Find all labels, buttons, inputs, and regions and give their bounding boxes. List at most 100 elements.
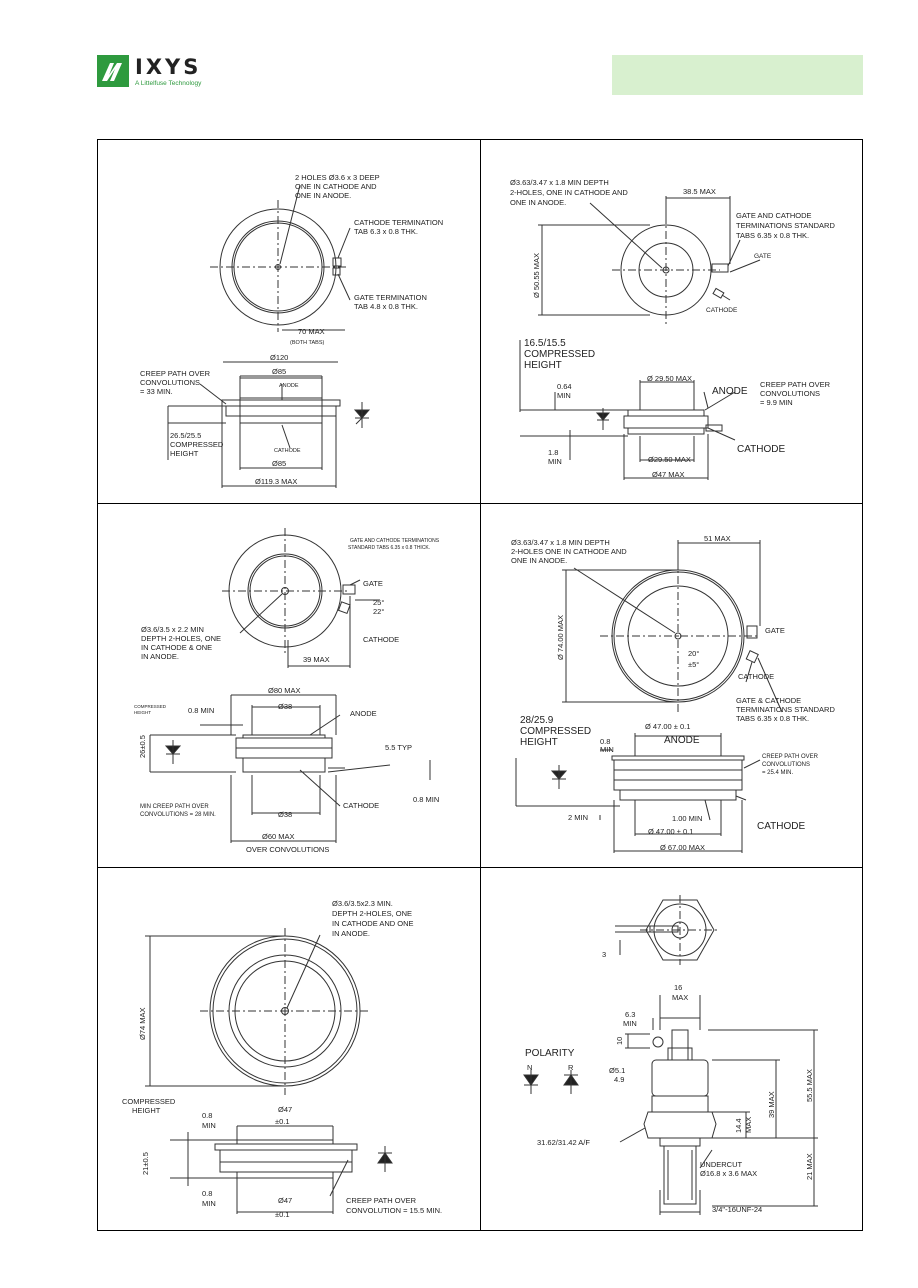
brand-tagline: A Littelfuse Technology (135, 80, 202, 87)
p3-height: 26±0.5 (138, 735, 147, 758)
p3-gate-cathode-1: GATE AND CATHODE TERMINATIONS (350, 538, 440, 544)
p4-d47-b: Ø 47.00 ± 0.1 (648, 827, 693, 836)
grid-divider-vertical (480, 139, 481, 1231)
p5-top-view (145, 928, 370, 1095)
p1-d119: Ø119.3 MAX (255, 477, 297, 486)
p3-comp-1: COMPRESSED (134, 704, 167, 709)
p6-144: 14.4 (734, 1118, 743, 1133)
p5-holes-1: Ø3.6/3.5x2.3 MIN. (332, 899, 393, 908)
p2-height-1: 16.5/15.5 (524, 338, 566, 349)
p6-39-max: 39 MAX (767, 1091, 776, 1118)
p6-21-max: 21 MAX (805, 1153, 814, 1180)
p4-cathode: CATHODE (738, 672, 774, 681)
p6-144-max: MAX (744, 1117, 753, 1133)
ixys-logo: IXYS A Littelfuse Technology (97, 55, 217, 95)
p4-gate-cathode-3: TABS 6.35 x 0.8 THK. (736, 714, 809, 723)
p4-creep-3: = 25.4 MIN. (762, 770, 794, 776)
p2-cathode: CATHODE (706, 307, 738, 314)
p6-3: 3 (602, 950, 606, 959)
p5-creep-1: CREEP PATH OVER (346, 1196, 417, 1205)
p1-height-1: 26.5/25.5 (170, 431, 201, 440)
p1-cathode-tab: TAB 6.3 x 0.8 THK. (354, 227, 418, 236)
p3-holes-3: IN CATHODE & ONE (141, 643, 212, 652)
p1-d120: Ø120 (270, 353, 288, 362)
p3-creep-1: MIN CREEP PATH OVER (140, 804, 209, 810)
p3-25deg: 25° (373, 598, 384, 607)
p2-38-max: 38.5 MAX (683, 187, 716, 196)
p5-holes-4: IN ANODE. (332, 929, 370, 938)
p3-side-view (149, 694, 431, 843)
p2-holes-1: Ø3.63/3.47 x 1.8 MIN DEPTH (510, 178, 609, 187)
p3-d38-b: Ø38 (278, 810, 292, 819)
p4-anode: ANODE (664, 735, 700, 746)
p3-cathode-side: CATHODE (343, 801, 379, 810)
p5-comp-2: HEIGHT (132, 1106, 161, 1115)
p4-5deg: ±5° (688, 660, 699, 669)
p2-creep-3: = 9.9 MIN (760, 398, 793, 407)
p1-thyristor-symbol (353, 402, 371, 428)
p4-08: 0.8 (600, 737, 610, 746)
p3-holes-4: IN ANODE. (141, 652, 179, 661)
p6-49: 4.9 (614, 1075, 624, 1084)
p2-cathode-side: CATHODE (737, 444, 785, 455)
p3-comp-2: HEIGHT (134, 710, 151, 715)
p3-d80: Ø80 MAX (268, 686, 301, 695)
p1-70-max: 70 MAX (298, 327, 325, 336)
grid-divider-row1 (97, 503, 863, 504)
p4-2-min: 2 MIN (568, 813, 588, 822)
p4-top-view (562, 540, 783, 713)
ixys-logo-mark (97, 55, 129, 87)
p3-holes-1: Ø3.6/3.5 x 2.2 MIN (141, 625, 204, 634)
p4-gate-cathode-2: TERMINATIONS STANDARD (736, 705, 835, 714)
p1-d85: Ø85 (272, 367, 286, 376)
p2-gate-cathode-1: GATE AND CATHODE (736, 211, 812, 220)
p4-holes-1: Ø3.63/3.47 x 1.8 MIN DEPTH (511, 538, 610, 547)
p3-08-min: 0.8 MIN (188, 706, 214, 715)
p2-d47: Ø47 MAX (652, 470, 685, 479)
p4-1-min: 1.00 MIN (672, 814, 702, 823)
p4-side-view (515, 733, 761, 853)
p3-08-min-b: 0.8 MIN (413, 795, 439, 804)
p6-undercut-2: Ø16.8 x 3.6 MAX (700, 1169, 757, 1178)
p6-af: 31.62/31.42 A/F (537, 1138, 590, 1147)
p1-cathode-termination: CATHODE TERMINATION (354, 218, 443, 227)
p2-18: 1.8 (548, 448, 558, 457)
p3-holes-2: DEPTH 2-HOLES, ONE (141, 634, 221, 643)
p4-height-3: HEIGHT (520, 737, 558, 748)
p1-d85-b: Ø85 (272, 459, 286, 468)
p2-side-view (519, 340, 736, 480)
p2-gate-cathode-3: TABS 6.35 x 0.8 THK. (736, 231, 809, 240)
p1-creep-2: CONVOLUTIONS (140, 378, 200, 387)
p4-d74: Ø 74.00 MAX (556, 615, 565, 660)
p3-39-max: 39 MAX (303, 655, 330, 664)
p4-holes-3: ONE IN ANODE. (511, 556, 567, 565)
p6-10: 10 (615, 1037, 624, 1045)
p2-creep-2: CONVOLUTIONS (760, 389, 820, 398)
p4-20deg: 20° (688, 649, 699, 658)
p6-polarity: POLARITY (525, 1048, 575, 1059)
p2-anode: ANODE (712, 386, 748, 397)
p2-gate: GATE (754, 253, 772, 260)
p2-height-2: COMPRESSED (524, 349, 595, 360)
p5-08-min-b: MIN (202, 1199, 216, 1208)
p4-height-2: COMPRESSED (520, 726, 591, 737)
p4-creep-1: CREEP PATH OVER (762, 754, 819, 760)
p3-over-conv: OVER CONVOLUTIONS (246, 845, 329, 854)
p6-polarity-symbols (523, 1070, 579, 1094)
p1-height-2: COMPRESSED (170, 440, 224, 449)
p4-gate: GATE (765, 626, 785, 635)
p5-08: 0.8 (202, 1111, 212, 1120)
p2-creep-1: CREEP PATH OVER (760, 380, 831, 389)
p1-top-view (210, 184, 351, 332)
p6-top-view (615, 895, 720, 965)
p6-16-max: MAX (672, 993, 688, 1002)
p6-16: 16 (674, 983, 682, 992)
p3-22deg: 22° (373, 607, 384, 616)
p2-d50: Ø 50.55 MAX (532, 253, 541, 298)
p1-both-tabs: (BOTH TABS) (290, 340, 324, 346)
p3-d38: Ø38 (278, 702, 292, 711)
p1-anode: ANODE (279, 383, 299, 389)
p1-cathode: CATHODE (274, 448, 301, 454)
p5-side-view (170, 1125, 358, 1214)
